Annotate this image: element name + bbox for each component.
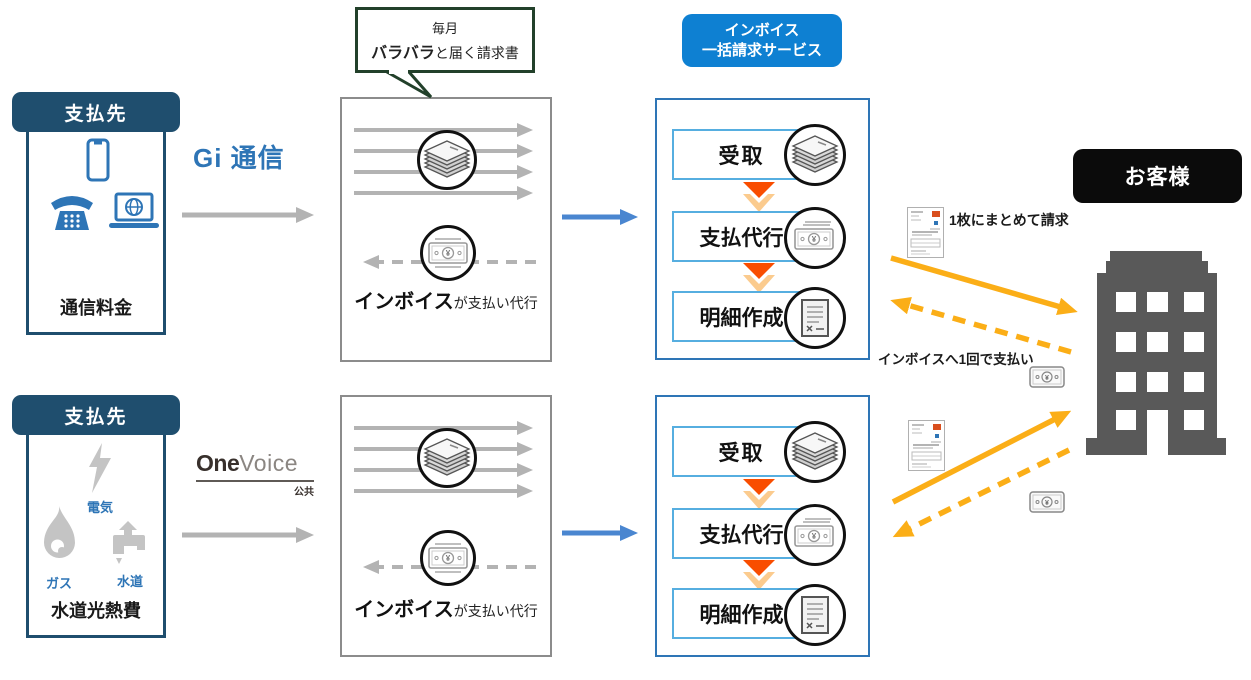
note-consolidated-bill: 1枚にまとめて請求 <box>949 212 1069 228</box>
documents-stack-circle <box>417 130 477 190</box>
invoice-sheet-icon <box>908 420 945 471</box>
invoice-sheet-art <box>911 424 942 468</box>
blue-arrow-row1 <box>562 209 638 225</box>
documents-stack-circle <box>417 428 477 488</box>
callout-tail <box>381 70 433 99</box>
documents-stack-icon <box>423 438 471 476</box>
callout-line1: 毎月 <box>431 21 458 36</box>
invoice-pays-caption: インボイスが支払い代行 <box>354 291 538 313</box>
svg-text:¥: ¥ <box>812 532 817 541</box>
yellow-dashed-arrow-pay-row2 <box>892 447 1071 538</box>
yellow-arrow-bill-row1 <box>890 255 1078 316</box>
flame-icon <box>43 506 75 559</box>
service-badge: インボイス 一括請求サービス <box>682 14 842 67</box>
faucet-icon <box>113 521 145 564</box>
banknote-circle: ¥ <box>784 207 846 269</box>
documents-stack-circle <box>784 421 846 483</box>
callout-monthly-invoices: 毎月 バラバラと届く請求書 <box>355 7 535 73</box>
brand-onevoice-logo: OneVoice 公共 <box>196 450 314 498</box>
money-icon: ¥ <box>1029 366 1065 388</box>
badge-line2: 一括請求サービス <box>701 41 822 59</box>
invoice-sheet-icon <box>907 207 944 258</box>
badge-line1: インボイス <box>724 22 800 39</box>
util-label-electric: 電気 <box>86 500 113 515</box>
documents-stack-icon <box>791 432 839 470</box>
payer-card-telecom: 支払先 通信料金 <box>12 92 180 335</box>
banknote-icon: ¥ <box>794 518 834 547</box>
banknote-circle: ¥ <box>420 530 476 586</box>
svg-text:¥: ¥ <box>812 235 817 244</box>
documents-stack-icon <box>791 135 839 173</box>
desk-phone-icon <box>51 196 93 230</box>
svg-text:¥: ¥ <box>446 249 451 258</box>
banknote-icon: ¥ <box>794 221 834 250</box>
yellow-dashed-arrow-pay-row1 <box>890 296 1072 355</box>
money-icon: ¥ <box>1029 491 1065 513</box>
statement-icon <box>801 299 829 337</box>
building-icon <box>1086 251 1226 455</box>
invoice-pays-caption: インボイスが支払い代行 <box>354 599 538 621</box>
yellow-arrow-bill-row2 <box>891 410 1072 505</box>
brand-underline <box>196 480 314 482</box>
documents-stack-circle <box>784 124 846 186</box>
statement-circle <box>784 584 846 646</box>
callout-line2: バラバラと届く請求書 <box>371 45 519 62</box>
payer-card-utilities: 支払先 電気 ガス 水道 水道光熱費 <box>12 395 180 638</box>
payer-body: 電気 ガス 水道 水道光熱費 <box>26 432 166 638</box>
customer-box: お客様 <box>1073 149 1242 203</box>
lightning-icon <box>89 443 111 493</box>
service-box-row1: 受取 支払代行 明細作成 <box>655 98 870 360</box>
chevron-down-icon <box>743 182 775 212</box>
brand-voice: Voice <box>239 450 298 476</box>
banknote-icon: ¥ <box>428 238 468 268</box>
brand-one: One <box>196 450 240 476</box>
smartphone-icon <box>86 138 110 182</box>
util-label-gas: ガス <box>45 576 72 591</box>
svg-text:¥: ¥ <box>446 554 451 563</box>
brand-sub: 公共 <box>294 487 314 498</box>
gray-arrow-row2 <box>182 527 314 543</box>
gray-arrow-row1 <box>182 207 314 223</box>
payer-body: 通信料金 <box>26 129 166 335</box>
svg-text:¥: ¥ <box>1045 375 1049 382</box>
chevron-down-icon <box>743 479 775 509</box>
payer-header: 支払先 <box>12 395 180 435</box>
documents-stack-icon <box>423 140 471 178</box>
service-box-row2: 受取 支払代行 明細作成 <box>655 395 870 657</box>
statement-circle <box>784 287 846 349</box>
laptop-icon <box>109 192 159 228</box>
chevron-down-icon <box>743 560 775 590</box>
banknote-circle: ¥ <box>420 225 476 281</box>
blue-arrow-row2 <box>562 525 638 541</box>
svg-text:¥: ¥ <box>1045 500 1049 507</box>
note-single-payment: インボイスへ1回で支払い <box>878 352 1034 367</box>
payer-category: 通信料金 <box>60 298 132 318</box>
incoming-invoices-box-row2: ¥ インボイスが支払い代行 <box>340 395 552 657</box>
payer-category: 水道光熱費 <box>51 601 141 621</box>
util-label-water: 水道 <box>116 574 143 589</box>
statement-icon <box>801 596 829 634</box>
incoming-invoices-box-row1: ¥ インボイスが支払い代行 <box>340 97 552 362</box>
banknote-circle: ¥ <box>784 504 846 566</box>
chevron-down-icon <box>743 263 775 293</box>
brand-gi-tsushin: Gi 通信 <box>193 143 285 173</box>
banknote-icon: ¥ <box>428 543 468 573</box>
payer-header: 支払先 <box>12 92 180 132</box>
invoice-sheet-art <box>910 211 941 255</box>
